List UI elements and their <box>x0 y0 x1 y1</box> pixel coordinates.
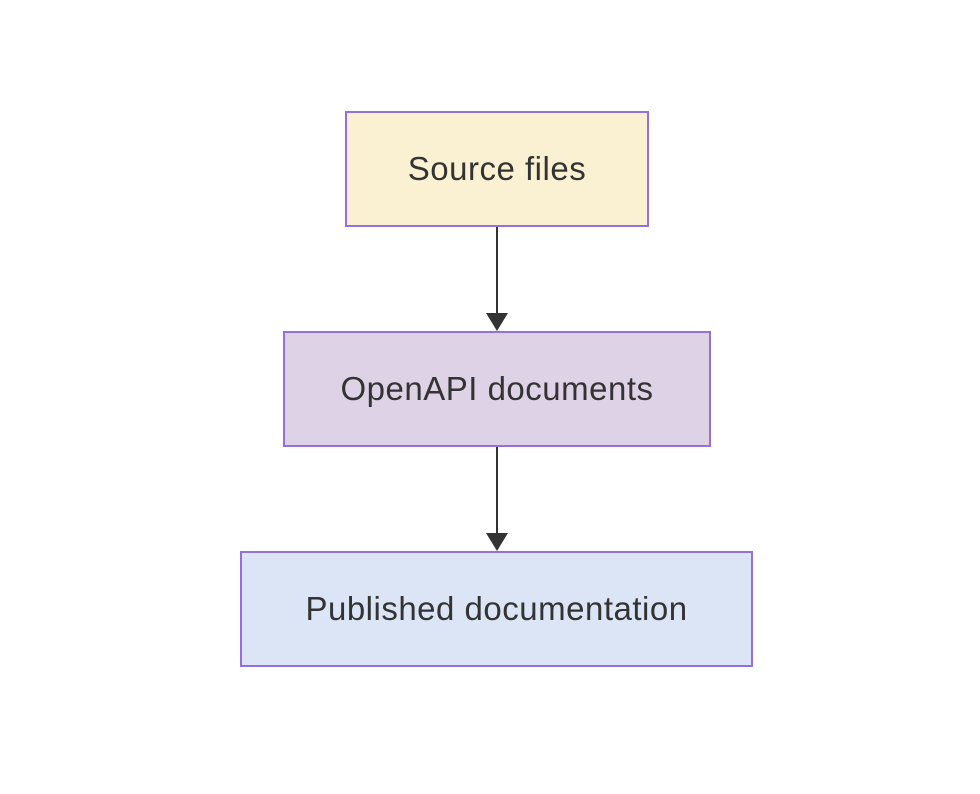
arrowhead-down-icon <box>486 313 508 331</box>
arrow-line <box>496 447 498 535</box>
node-source-files-label: Source files <box>407 150 587 187</box>
node-published-documentation: Published documentation <box>240 551 753 667</box>
node-source-files: Source files <box>345 111 649 227</box>
node-published-documentation-label: Published documentation <box>305 590 688 627</box>
arrowhead-down-icon <box>486 533 508 551</box>
edge-source-to-openapi <box>486 227 508 331</box>
node-openapi-documents-label: OpenAPI documents <box>340 370 654 407</box>
node-openapi-documents: OpenAPI documents <box>283 331 711 447</box>
arrow-line <box>496 227 498 315</box>
edge-openapi-to-published <box>486 447 508 551</box>
